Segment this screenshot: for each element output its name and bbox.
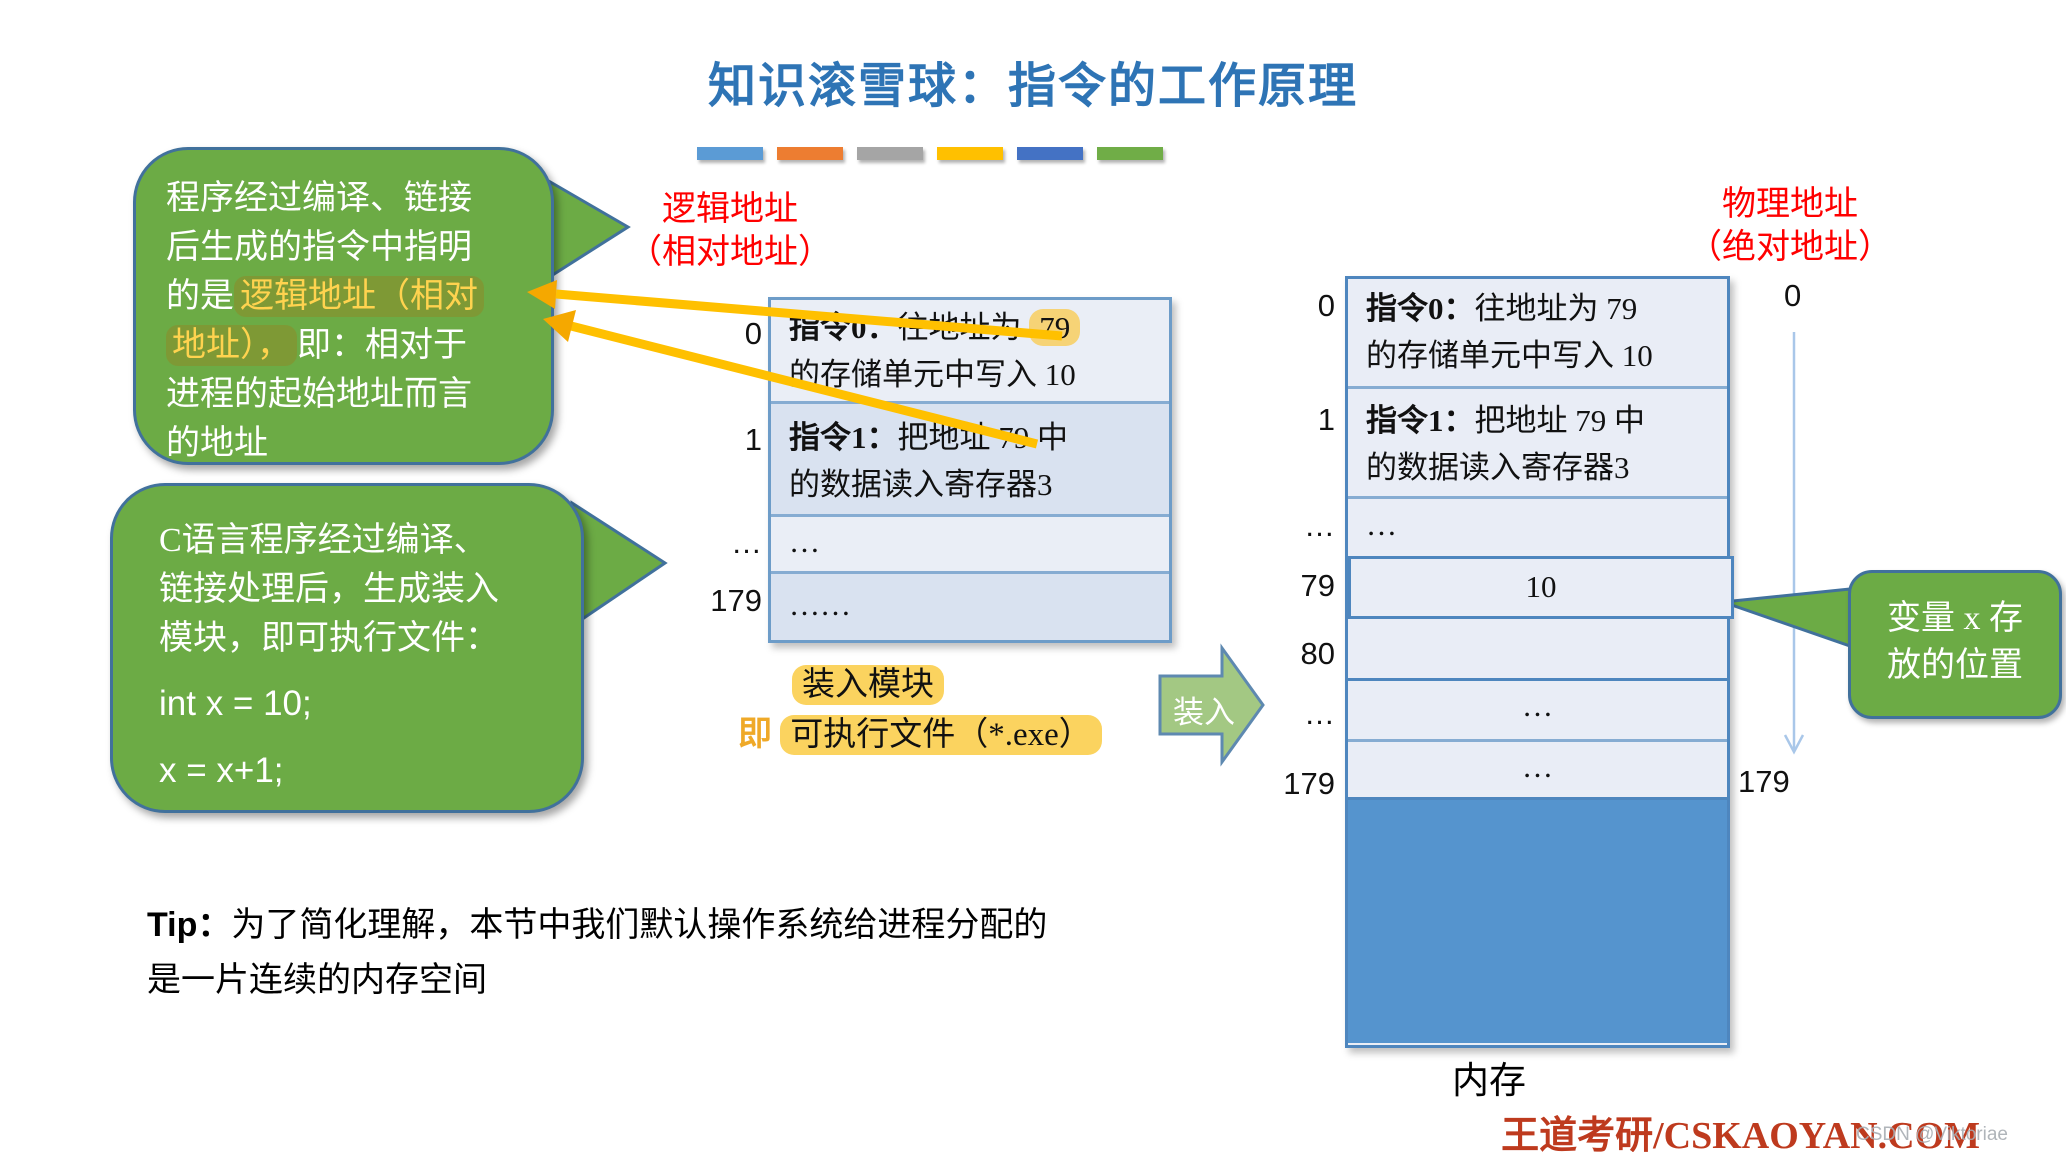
tip-bold: Tip： (147, 906, 232, 944)
logical-addr-179: 179 (710, 583, 762, 618)
tip-line2: 是一片连续的内存空间 (147, 962, 487, 999)
logical-row-dots: … (771, 514, 1169, 571)
bubble1-line4: 地址），即：相对于 (166, 321, 551, 370)
note-bubble-c-program: C语言程序经过编译、 链接处理后，生成装入 模块，即可执行文件： int x =… (110, 483, 584, 813)
bubble1-line1: 程序经过编译、链接 (166, 180, 472, 217)
bubble1-line3: 的是逻辑地址（相对 (166, 272, 551, 321)
memory-row1-text2: 的数据读入寄存器3 (1366, 450, 1630, 485)
logical-row-0: 指令0：往地址为 79 的存储单元中写入 10 (771, 300, 1169, 401)
memory-addr-0: 0 (1317, 288, 1335, 323)
logical-address-table: 指令0：往地址为 79 的存储单元中写入 10 指令1：把地址 79 中 的数据… (768, 297, 1172, 643)
physical-memory-table: 指令0：往地址为 79 的存储单元中写入 10 指令1：把地址 79 中 的数据… (1345, 276, 1734, 1048)
physical-address-label-line2: （绝对地址） (1688, 229, 1892, 266)
logical-addr-1: 1 (744, 422, 762, 457)
bubble1-line4-highlight: 地址）， (166, 325, 297, 366)
bubble1-line2: 后生成的指令中指明 (166, 229, 472, 266)
logical-row-1: 指令1：把地址 79 中 的数据读入寄存器3 (771, 401, 1169, 514)
memory-addr-1: 1 (1317, 402, 1335, 437)
bubble1-line4-plain: 即：相对于 (297, 327, 467, 364)
memory-row-dots-2: … (1348, 681, 1727, 739)
bubble2-line1: C语言程序经过编译、 (159, 522, 488, 559)
logical-row-179: …… (771, 571, 1169, 640)
logical-row1-text1: 把地址 79 中 (897, 420, 1069, 455)
tip-line1: 为了简化理解，本节中我们默认操作系统给进程分配的 (231, 907, 1048, 944)
decor-bar-darkblue (1017, 147, 1083, 160)
decor-bars (697, 147, 1163, 160)
memory-row-80-empty (1348, 619, 1727, 681)
callout-line2: 放的位置 (1887, 647, 2023, 684)
decor-bar-orange (777, 147, 843, 160)
memory-row0-text1: 往地址为 79 (1474, 291, 1638, 326)
physical-address-label: 物理地址 （绝对地址） (1635, 183, 1945, 269)
logical-address-label-line2: （相对地址） (628, 234, 832, 271)
memory-row-0: 指令0：往地址为 79 的存储单元中写入 10 (1348, 279, 1727, 386)
bubble1-line3-plain: 的是 (166, 278, 234, 315)
bubble2-code1: int x = 10; (159, 684, 312, 723)
page-title: 知识滚雪球：指令的工作原理 (707, 60, 1358, 113)
memory-addr-dots1: … (1304, 508, 1335, 543)
logical-row1-opcode: 指令1： (789, 420, 898, 455)
bubble1-line6: 的地址 (166, 425, 268, 462)
memory-used-block (1348, 797, 1727, 1043)
logical-address-label-line1: 逻辑地址 (662, 191, 798, 228)
bubble2-line2: 链接处理后，生成装入 (159, 571, 499, 608)
memory-row0-text2: 的存储单元中写入 10 (1366, 338, 1653, 373)
physical-address-label-line1: 物理地址 (1722, 186, 1858, 223)
logical-address-label: 逻辑地址 （相对地址） (570, 188, 890, 274)
brand-footer: 王道考研/CSKAOYAN.COM (1501, 1115, 1980, 1152)
bubble2-tail (570, 500, 668, 629)
memory-row-dots-1: … (1348, 496, 1727, 556)
executable-label: 即 可执行文件（*.exe） (738, 706, 1102, 755)
logical-row0-addr-highlight: 79 (1029, 309, 1081, 346)
axis-arrowhead-down-icon (1783, 734, 1805, 755)
executable-highlight: 可执行文件（*.exe） (780, 715, 1102, 755)
memory-addr-dots2: … (1304, 696, 1335, 731)
logical-row0-text2: 的存储单元中写入 10 (789, 357, 1076, 392)
memory-addr-80: 80 (1300, 636, 1335, 671)
logical-row1-text2: 的数据读入寄存器3 (789, 467, 1053, 502)
logical-addr-0: 0 (744, 316, 762, 351)
callout-tail (1722, 587, 1852, 649)
bubble1-line3-highlight: 逻辑地址（相对 (234, 276, 484, 317)
note-bubble-logical-address: 程序经过编译、链接 后生成的指令中指明 的是逻辑地址（相对 地址），即：相对于 … (133, 147, 554, 465)
memory-addr-179: 179 (1283, 766, 1335, 801)
memory-row-79-value: 10 (1348, 556, 1734, 619)
logical-row0-opcode: 指令0： (789, 310, 898, 345)
bubble2-line3: 模块，即可执行文件： (159, 620, 499, 657)
bubble1-line5: 进程的起始地址而言 (166, 376, 472, 413)
memory-row-1: 指令1：把地址 79 中 的数据读入寄存器3 (1348, 386, 1727, 496)
conj-ji: 即 (738, 716, 772, 753)
memory-row1-opcode: 指令1： (1366, 403, 1475, 438)
decor-bar-yellow (937, 147, 1003, 160)
logical-row0-text1: 往地址为 (897, 310, 1030, 345)
watermark: CSDN @Viktoriae (1856, 1124, 2008, 1145)
bubble2-code2: x = x+1; (159, 751, 284, 790)
memory-row-179: … (1348, 739, 1727, 797)
tip-note: Tip：为了简化理解，本节中我们默认操作系统给进程分配的 是一片连续的内存空间 (147, 898, 1267, 1008)
axis-label-179: 179 (1738, 764, 1790, 799)
logical-addr-dots: … (731, 525, 762, 560)
memory-row1-text1: 把地址 79 中 (1474, 403, 1646, 438)
memory-row0-opcode: 指令0： (1366, 291, 1475, 326)
variable-x-callout: 变量 x 存 放的位置 (1848, 570, 2062, 719)
load-module-label: 装入模块 (792, 657, 944, 705)
axis-label-0: 0 (1784, 278, 1802, 313)
decor-bar-green (1097, 147, 1163, 160)
memory-addr-79: 79 (1300, 568, 1335, 603)
load-arrow-label: 装入 (1173, 695, 1235, 730)
load-module-highlight: 装入模块 (792, 665, 944, 705)
memory-caption: 内存 (1452, 1061, 1526, 1102)
decor-bar-blue (697, 147, 763, 160)
decor-bar-gray (857, 147, 923, 160)
callout-line1: 变量 x 存 (1887, 600, 2023, 637)
